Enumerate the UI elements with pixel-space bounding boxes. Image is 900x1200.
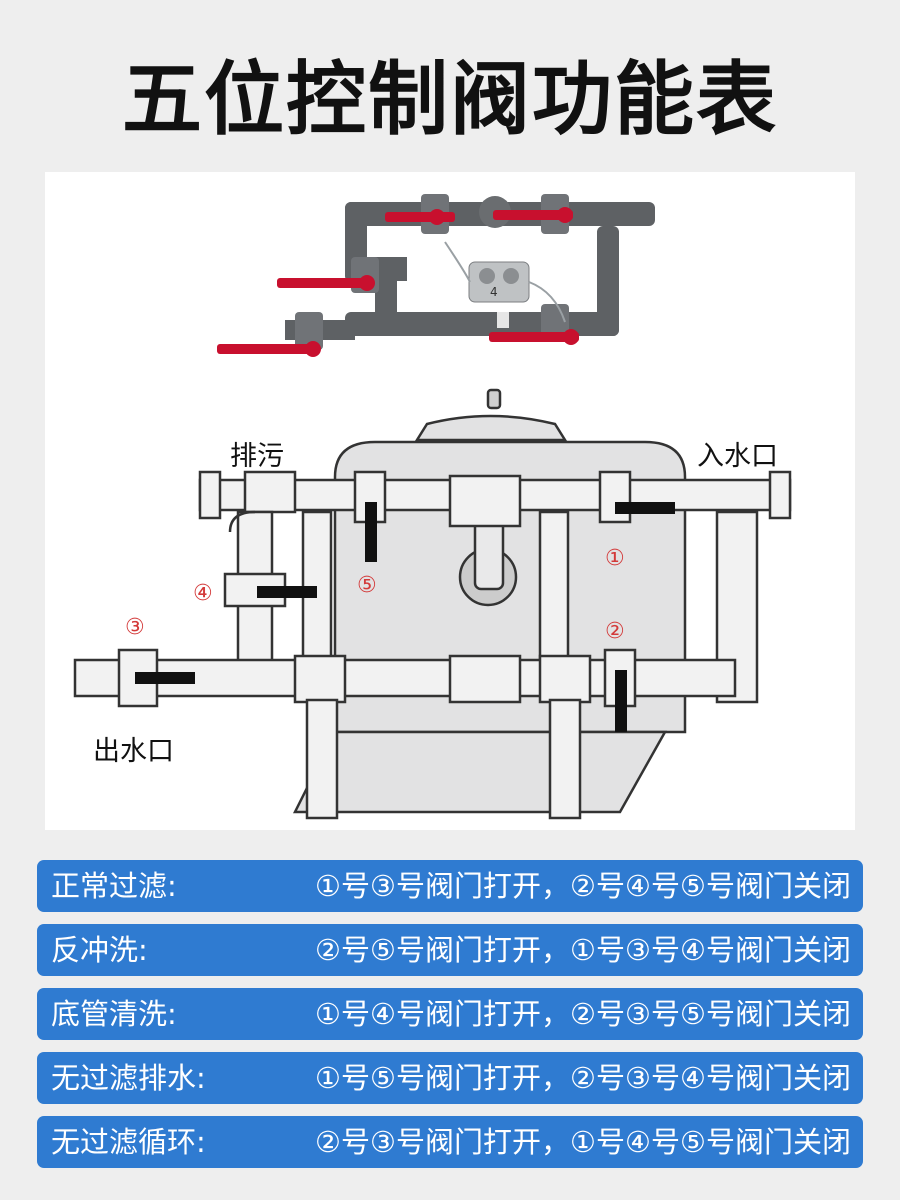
mode-name: 反冲洗: xyxy=(51,933,148,967)
mode-desc: ①号④号阀门打开，②号③号⑤号阀门关闭 xyxy=(315,997,851,1031)
outlet-label: 出水口 xyxy=(93,736,174,767)
mode-name: 无过滤排水: xyxy=(51,1061,206,1095)
valve-3-marker: ③ xyxy=(125,615,145,640)
mode-desc: ②号③号阀门打开，①号④号⑤号阀门关闭 xyxy=(315,1125,851,1159)
mode-row-backwash: 反冲洗: ②号⑤号阀门打开，①号③号④号阀门关闭 xyxy=(37,924,863,976)
mode-row-bottom-clean: 底管清洗: ①号④号阀门打开，②号③号⑤号阀门关闭 xyxy=(37,988,863,1040)
mode-row-drain-no-filter: 无过滤排水: ①号⑤号阀门打开，②号③号④号阀门关闭 xyxy=(37,1052,863,1104)
valve-5-marker: ⑤ xyxy=(357,573,377,598)
filter-schematic xyxy=(73,388,792,820)
controller-tag: 4 xyxy=(490,285,498,299)
mode-name: 底管清洗: xyxy=(51,997,177,1031)
valve-diagram: 4 xyxy=(73,194,792,820)
drain-label: 排污 xyxy=(230,441,284,472)
mode-row-recirculate: 无过滤循环: ②号③号阀门打开，①号④号⑤号阀门关闭 xyxy=(37,1116,863,1168)
valve-handles xyxy=(135,502,675,732)
valve-diagram-panel: 4 xyxy=(45,172,855,830)
inlet-label: 入水口 xyxy=(697,441,778,472)
valve-manifold-photo: 4 xyxy=(217,194,655,357)
mode-desc: ①号⑤号阀门打开，②号③号④号阀门关闭 xyxy=(315,1061,851,1095)
valve-4-marker: ④ xyxy=(193,581,213,606)
valve-2-marker: ② xyxy=(605,619,625,644)
mode-name: 无过滤循环: xyxy=(51,1125,206,1159)
mode-name: 正常过滤: xyxy=(51,869,177,903)
mode-desc: ②号⑤号阀门打开，①号③号④号阀门关闭 xyxy=(315,933,851,967)
mode-desc: ①号③号阀门打开，②号④号⑤号阀门关闭 xyxy=(315,869,851,903)
valve-1-marker: ① xyxy=(605,546,625,571)
mode-row-normal-filter: 正常过滤: ①号③号阀门打开，②号④号⑤号阀门关闭 xyxy=(37,860,863,912)
page-title: 五位控制阀功能表 xyxy=(122,53,778,146)
